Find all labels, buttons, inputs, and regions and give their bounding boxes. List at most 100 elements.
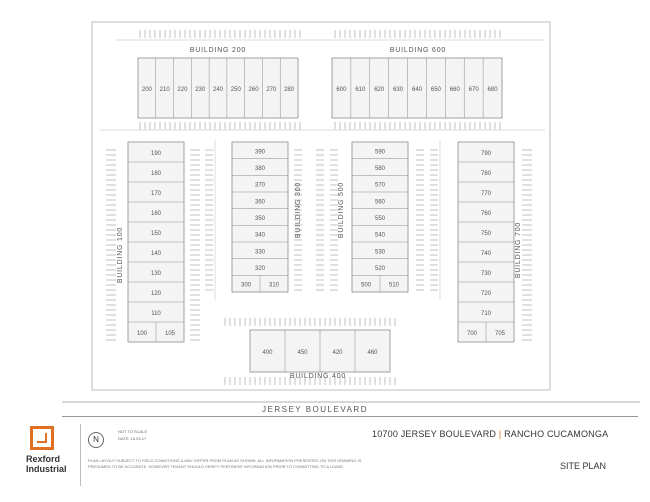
building-label: BUILDING 700: [515, 222, 522, 278]
unit-label: 300: [241, 283, 252, 289]
unit-label: 710: [481, 311, 492, 317]
building-outline: [231, 141, 289, 293]
unit-label: 520: [375, 266, 386, 272]
building-600: 600 610 620 630 640 650 660 670 680 BUILDING 600: [331, 47, 503, 119]
unit-label: 680: [488, 87, 499, 93]
unit-label: 500: [361, 283, 372, 289]
site-plan-drawing: 200 210 220 230 240 250 260 270 280 BUILDING 200 6…: [62, 21, 640, 414]
unit-label: 310: [269, 283, 280, 289]
scale-note: NOT TO SCALE: [118, 429, 148, 434]
address-line: 10700 JERSEY BOULEVARD | RANCHO CUCAMONG…: [372, 429, 608, 439]
unit-label: 370: [255, 183, 266, 189]
unit-label: 570: [375, 183, 386, 189]
unit-label: 540: [375, 233, 386, 239]
logo-mark-icon: [30, 426, 54, 450]
building-label: BUILDING 300: [295, 182, 302, 238]
unit-label: 705: [495, 331, 506, 337]
unit-label: 620: [374, 87, 385, 93]
unit-label: 170: [151, 191, 162, 197]
unit-label: 120: [151, 291, 162, 297]
unit-label: 350: [255, 216, 266, 222]
unit-label: 720: [481, 291, 492, 297]
building-label: BUILDING 100: [117, 227, 124, 283]
unit-label: 450: [297, 350, 308, 356]
unit-label: 780: [481, 171, 492, 177]
unit-label: 260: [249, 87, 260, 93]
unit-label: 560: [375, 199, 386, 205]
unit-label: 610: [355, 87, 366, 93]
unit-label: 360: [255, 199, 266, 205]
unit-label: 640: [412, 87, 423, 93]
sheet-title: SITE PLAN: [560, 461, 607, 471]
unit-label: 650: [431, 87, 442, 93]
unit-label: 510: [389, 283, 400, 289]
unit-label: 340: [255, 233, 266, 239]
site-boundary: [91, 21, 551, 391]
unit-label: 760: [481, 211, 492, 217]
unit-label: 700: [467, 331, 478, 337]
date-note: DATE: 10.03.17: [118, 436, 147, 441]
unit-label: 740: [481, 251, 492, 257]
unit-label: 590: [375, 149, 386, 155]
unit-label: 100: [137, 331, 148, 337]
unit-label: 530: [375, 249, 386, 255]
building-label: BUILDING 400: [290, 373, 346, 380]
unit-label: 210: [160, 87, 171, 93]
unit-label: 220: [177, 87, 188, 93]
unit-label: 660: [450, 87, 461, 93]
street-label: JERSEY BOULEVARD: [262, 405, 368, 414]
unit-label: 280: [284, 87, 295, 93]
unit-label: 400: [262, 350, 273, 356]
title-divider-v1: [80, 424, 81, 486]
unit-label: 130: [151, 271, 162, 277]
city: RANCHO CUCAMONGA: [504, 429, 609, 439]
unit-label: 630: [393, 87, 404, 93]
building-label: BUILDING 600: [390, 47, 446, 54]
building-200: 200 210 220 230 240 250 260 270 280 BUILDING 200: [137, 47, 299, 119]
unit-label: 460: [367, 350, 378, 356]
north-label: N: [88, 432, 104, 448]
unit-label: 230: [195, 87, 206, 93]
unit-label: 180: [151, 171, 162, 177]
unit-label: 250: [231, 87, 242, 93]
unit-label: 270: [266, 87, 277, 93]
unit-label: 330: [255, 249, 266, 255]
unit-label: 770: [481, 191, 492, 197]
building-outline: [331, 57, 503, 119]
building-outline: [351, 141, 409, 293]
unit-label: 110: [151, 311, 161, 317]
unit-label: 320: [255, 266, 266, 272]
north-arrow-icon: N: [88, 426, 104, 448]
unit-label: 730: [481, 271, 492, 277]
unit-label: 670: [469, 87, 480, 93]
building-label: BUILDING 500: [338, 182, 345, 238]
unit-label: 750: [481, 231, 492, 237]
building-outline: [137, 57, 299, 119]
building-label: BUILDING 200: [190, 47, 246, 54]
address-separator: |: [498, 429, 502, 439]
unit-label: 140: [151, 251, 162, 257]
unit-label: 160: [151, 211, 162, 217]
unit-label: 150: [151, 231, 162, 237]
unit-label: 600: [336, 87, 347, 93]
drive-aisles: [100, 39, 545, 300]
scale-notes: NOT TO SCALE DATE: 10.03.17: [118, 428, 147, 442]
unit-label: 240: [213, 87, 224, 93]
logo-line-2: Industrial: [26, 464, 67, 474]
unit-label: 200: [142, 87, 153, 93]
disclaimer: PLAN LAYOUT SUBJECT TO FIELD CONDITIONS …: [88, 458, 362, 469]
unit-label: 550: [375, 216, 386, 222]
unit-label: 390: [255, 149, 266, 155]
title-divider: [62, 416, 638, 417]
unit-label: 105: [165, 331, 176, 337]
logo-line-1: Rexford: [26, 454, 61, 464]
unit-label: 420: [332, 350, 343, 356]
address: 10700 JERSEY BOULEVARD: [372, 429, 497, 439]
